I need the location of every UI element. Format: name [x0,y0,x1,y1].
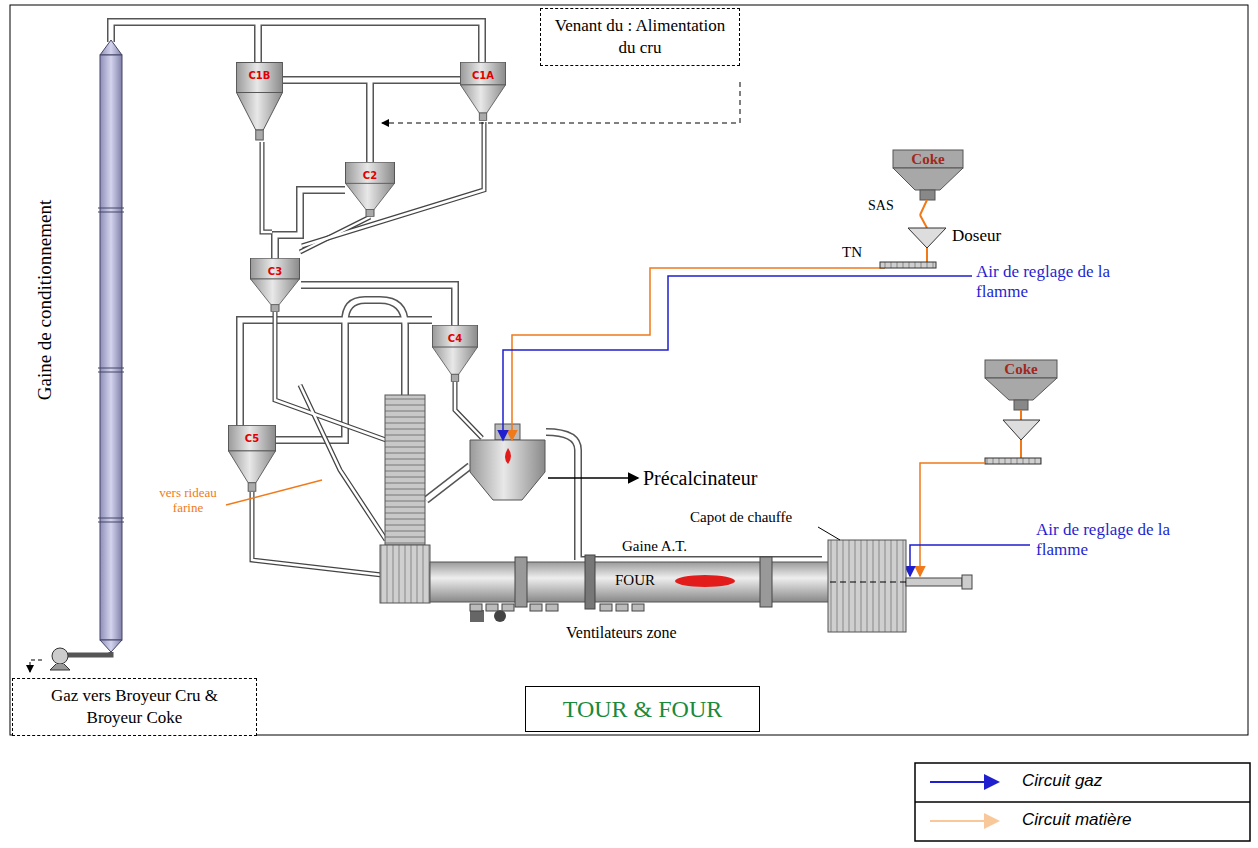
part-label: Gaine A.T. [622,538,687,555]
node-text: C1A [460,70,506,82]
node-text: FOUR [600,571,670,589]
source-box: Venant du : Alimentation du cru [540,8,740,66]
coke-hopper: Coke [985,360,1057,378]
node-text: C4 [432,333,478,345]
node-text: Coke [985,361,1057,378]
kiln: FOUR [600,571,670,589]
device-label: SAS [868,198,894,214]
title-box: TOUR & FOUR [525,686,760,732]
part-label: Précalcinateur [643,467,757,490]
tower-label: Gaine de conditionnement [34,200,56,401]
air-label: Air de reglage de la flamme [976,262,1144,301]
cyclone: C3 [250,258,300,278]
device-label: TN [842,244,862,261]
coke-hopper: Coke [893,150,963,168]
node-text: C2 [345,170,395,182]
air-label: Air de reglage de la flamme [1036,520,1206,559]
legend-text: Circuit gaz [1022,771,1102,791]
cyclone: C2 [345,162,395,182]
part-label: Ventilateurs zone [566,624,677,642]
note-label: vers rideau farine [150,486,226,516]
node-text: Gaz vers Broyeur Cru & Broyeur Coke [21,685,248,729]
cyclone: C1A [460,62,506,82]
node-text: C5 [228,433,276,445]
cyclone: C5 [228,425,276,445]
node-text: C3 [250,266,300,278]
node-text: TOUR & FOUR [532,695,753,723]
cyclone: C1B [236,62,283,82]
node-text: Venant du : Alimentation du cru [549,15,731,59]
device-label: Doseur [952,226,1001,246]
part-label: Capot de chauffe [690,509,792,526]
destination-box: Gaz vers Broyeur Cru & Broyeur Coke [12,678,257,736]
cyclone: C4 [432,325,478,345]
node-text: C1B [236,70,283,82]
node-text: Coke [893,151,963,168]
legend-text: Circuit matière [1022,810,1132,830]
